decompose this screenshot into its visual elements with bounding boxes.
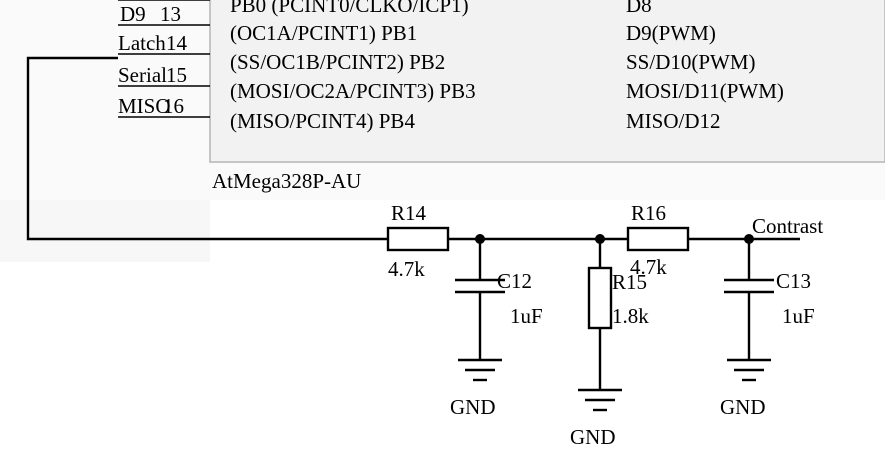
chip-pin-label-pb4: (MISO/PCINT4) PB4 (230, 109, 415, 133)
c12-value: 1uF (510, 304, 543, 328)
r15-value: 1.8k (612, 304, 649, 328)
pin-net-d9: D9 (120, 2, 146, 26)
wire-d9-to-r14 (26, 56, 388, 241)
gnd-c12-label: GND (450, 395, 496, 419)
chip-arduino-label-d11: MOSI/D11(PWM) (626, 79, 784, 103)
r16-value: 4.7k (630, 255, 667, 279)
r16-ref: R16 (631, 201, 666, 225)
pin-net-serial: Serial (118, 63, 167, 87)
resistor-r15 (587, 266, 613, 330)
pin-net-latch: Latch (118, 31, 166, 55)
chip-arduino-label-d12: MISO/D12 (626, 109, 721, 133)
r14-value: 4.7k (388, 257, 425, 281)
pin-number-15: 15 (166, 63, 187, 87)
chip-pin-label-pb3: (MOSI/OC2A/PCINT3) PB3 (230, 79, 476, 103)
pin-number-13: 13 (160, 2, 181, 26)
pin-number-16: 16 (163, 94, 184, 118)
chip-pin-label-pb2: (SS/OC1B/PCINT2) PB2 (230, 50, 445, 74)
atmega-chip-body (209, 0, 885, 163)
gnd-r15-label: GND (570, 425, 616, 449)
pin-net-miso: MISO (118, 94, 171, 118)
chip-pin-label-pb0: PB0 (PCINT0/CLKO/ICP1) (230, 0, 469, 17)
chip-part-name: AtMega328P-AU (212, 169, 361, 193)
net-label-contrast: Contrast (752, 214, 823, 238)
resistor-r16 (626, 226, 690, 252)
chip-arduino-label-d10: SS/D10(PWM) (626, 50, 756, 74)
c13-value: 1uF (782, 304, 815, 328)
c12-ref: C12 (497, 269, 532, 293)
r15-ref: R15 (612, 270, 647, 294)
chip-arduino-label-d8: D8 (626, 0, 652, 17)
pin-number-14: 14 (166, 31, 188, 55)
c13-ref: C13 (776, 269, 811, 293)
gnd-c13-label: GND (720, 395, 766, 419)
r14-ref: R14 (391, 201, 427, 225)
resistor-r14 (386, 226, 450, 252)
chip-pin-label-pb1: (OC1A/PCINT1) PB1 (230, 21, 417, 45)
chip-arduino-label-d9: D9(PWM) (626, 21, 716, 45)
